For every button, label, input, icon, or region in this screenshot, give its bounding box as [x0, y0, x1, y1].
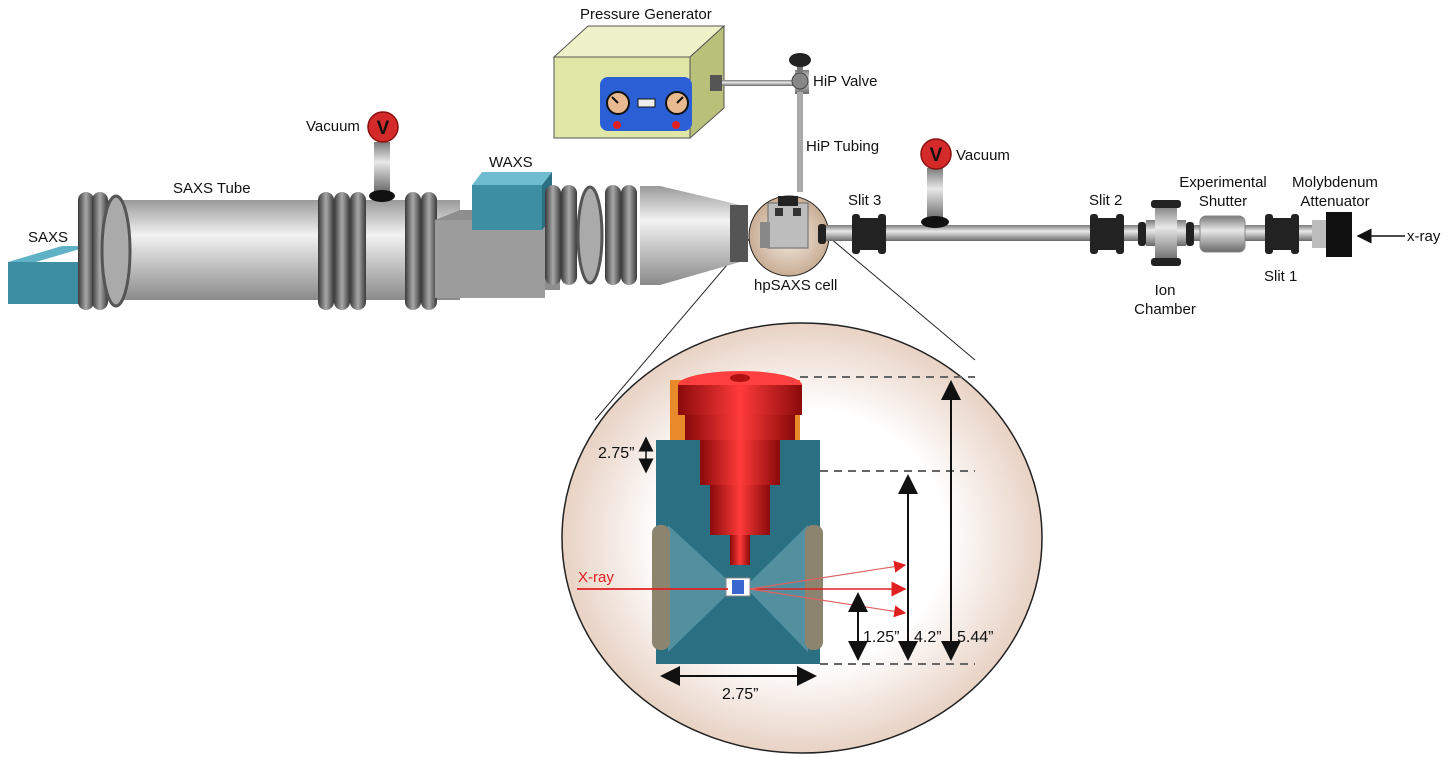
gauge-letter-left: V: [377, 118, 390, 139]
label-ion-chamber-1: Ion: [1155, 282, 1176, 299]
label-ion-chamber-2: Chamber: [1134, 301, 1196, 318]
label-hip-valve: HiP Valve: [813, 73, 877, 90]
label-vacuum-left: Vacuum: [306, 118, 360, 135]
xray-beam: [577, 560, 907, 618]
label-xray-source: x-ray: [1407, 228, 1441, 245]
dimension-lines: [638, 376, 975, 686]
label-xray-inset: X-ray: [578, 569, 614, 586]
dim-width: 2.75”: [722, 686, 758, 703]
dim-beam-height: 1.25”: [863, 629, 899, 646]
hpsaxs-cell-detail: [652, 371, 823, 664]
dim-total-height: 5.44”: [957, 629, 993, 646]
zoom-line-left: [594, 237, 751, 421]
label-saxs-tube: SAXS Tube: [173, 180, 251, 197]
label-slit3: Slit 3: [848, 192, 881, 209]
gauge-letter-right: V: [930, 145, 943, 166]
saxs-detector: [8, 246, 90, 304]
dim-top-height: 2.75”: [598, 445, 634, 462]
label-hip-tubing: HiP Tubing: [806, 138, 879, 155]
label-pressure-generator: Pressure Generator: [580, 6, 712, 23]
vacuum-gauge-left: [367, 111, 399, 202]
hip-valve-assembly: [710, 53, 811, 192]
flange-rings-left: [78, 192, 437, 310]
dim-body-height: 4.2”: [914, 629, 942, 646]
label-attenuator-2: Attenuator: [1300, 193, 1369, 210]
label-hpsaxs-cell: hpSAXS cell: [754, 277, 837, 294]
waxs-chamber: [435, 172, 748, 298]
pressure-generator: [552, 24, 726, 140]
label-vacuum-right: Vacuum: [956, 147, 1010, 164]
label-waxs: WAXS: [489, 154, 533, 171]
label-attenuator-1: Molybdenum: [1292, 174, 1378, 191]
zoom-line-right: [829, 237, 976, 361]
label-saxs: SAXS: [28, 229, 68, 246]
hpsaxs-cell-icon: [748, 195, 830, 277]
label-shutter-2: Shutter: [1199, 193, 1247, 210]
beamline-pipe: [818, 138, 1352, 266]
label-slit1: Slit 1: [1264, 268, 1297, 285]
label-slit2: Slit 2: [1089, 192, 1122, 209]
label-shutter-1: Experimental: [1179, 174, 1267, 191]
